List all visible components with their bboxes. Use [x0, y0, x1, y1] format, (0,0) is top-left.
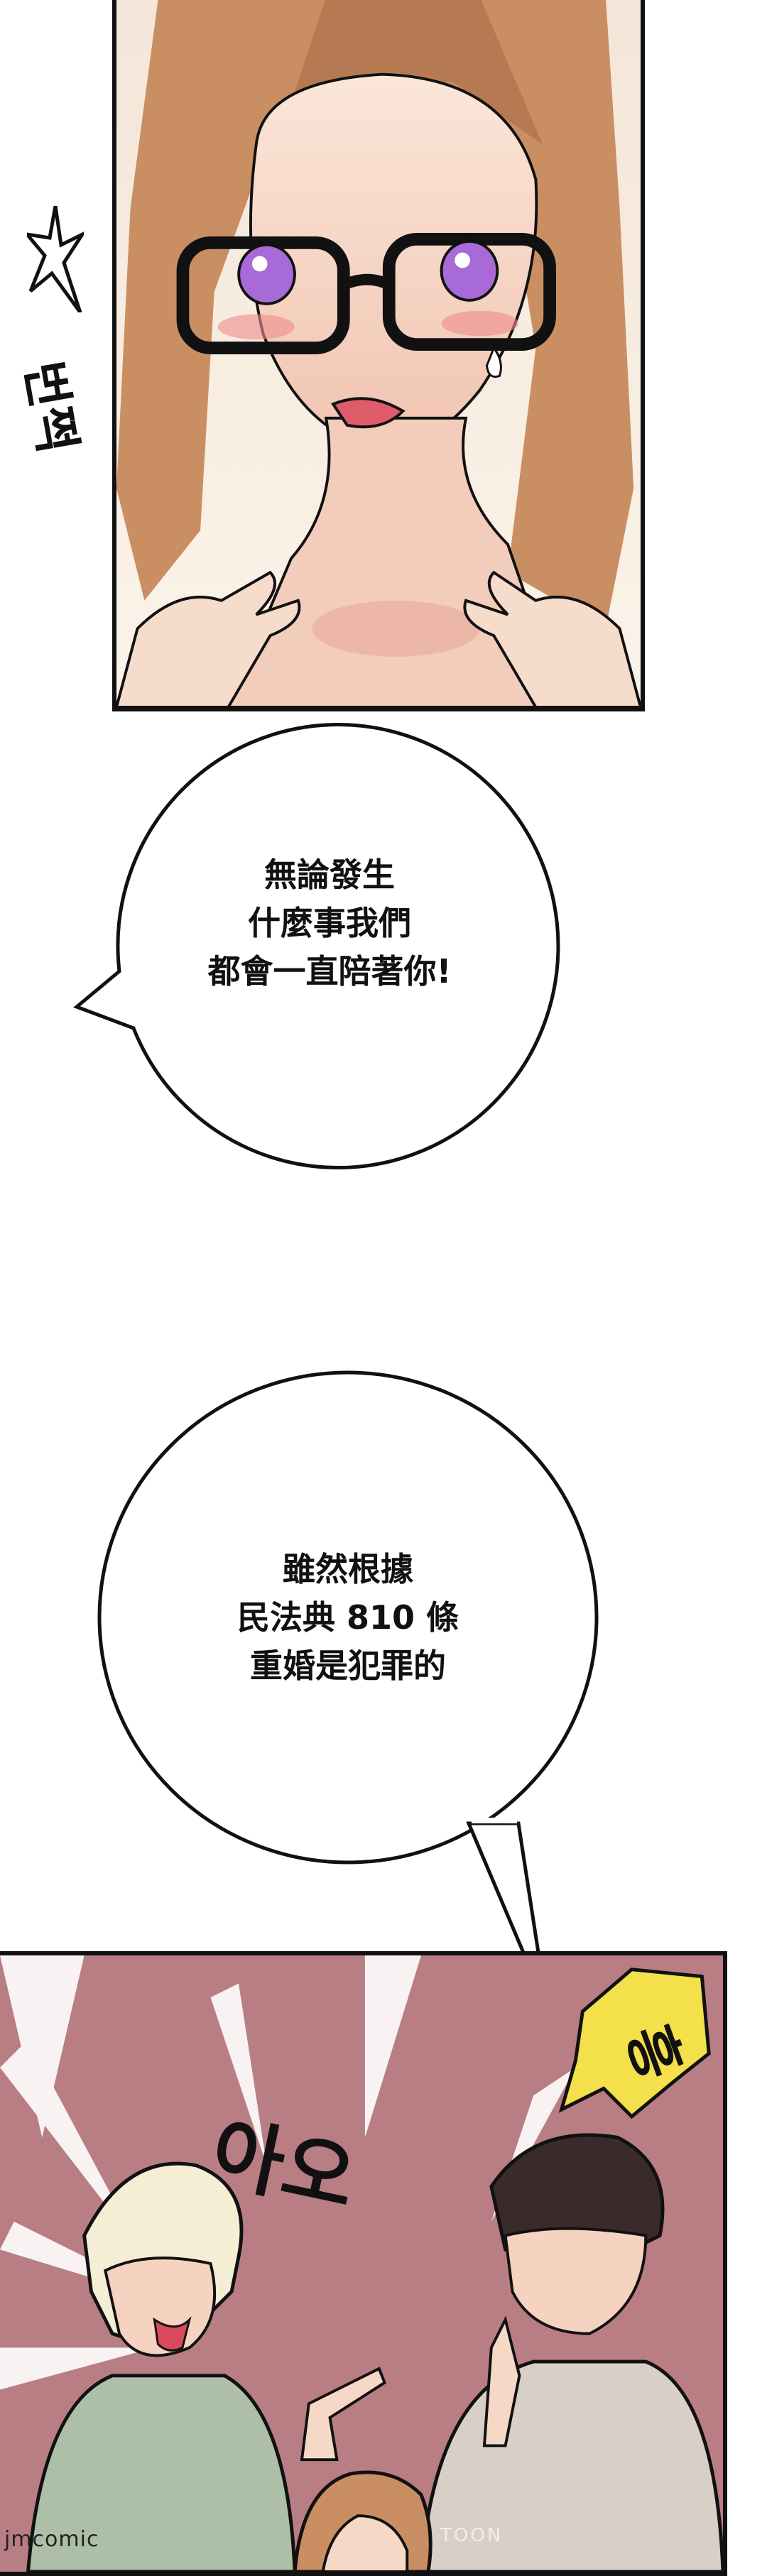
speech-bubble-2-line-2: 民法典 810 條	[236, 1598, 459, 1637]
sfx-flash-text: 번쩍	[13, 356, 87, 457]
publisher-watermark: TOON	[440, 2525, 504, 2546]
speech-bubble-2-line-1: 雖然根據	[283, 1550, 413, 1588]
site-watermark: jmcomic	[4, 2527, 99, 2552]
speech-bubble-1-line-1: 無論發生	[264, 856, 395, 894]
speech-bubble-2: 雖然根據 民法典 810 條 重婚是犯罪的	[92, 1369, 604, 2009]
group-scene-illustration	[0, 1955, 723, 2572]
bottom-panel	[0, 1951, 727, 2576]
speech-bubble-2-outline	[97, 1370, 599, 2009]
speech-bubble-1: 無論發生 什麼事我們 都會一直陪著你!	[73, 702, 582, 1169]
speech-bubble-1-line-3: 都會一直陪著你!	[207, 952, 452, 990]
spark-icon	[27, 206, 84, 312]
speech-bubble-1-outline	[73, 723, 560, 1169]
woman-with-glasses-illustration	[116, 0, 641, 707]
top-panel	[112, 0, 645, 711]
speech-bubble-1-line-2: 什麼事我們	[248, 904, 411, 942]
speech-bubble-2-line-3: 重婚是犯罪的	[250, 1647, 446, 1685]
